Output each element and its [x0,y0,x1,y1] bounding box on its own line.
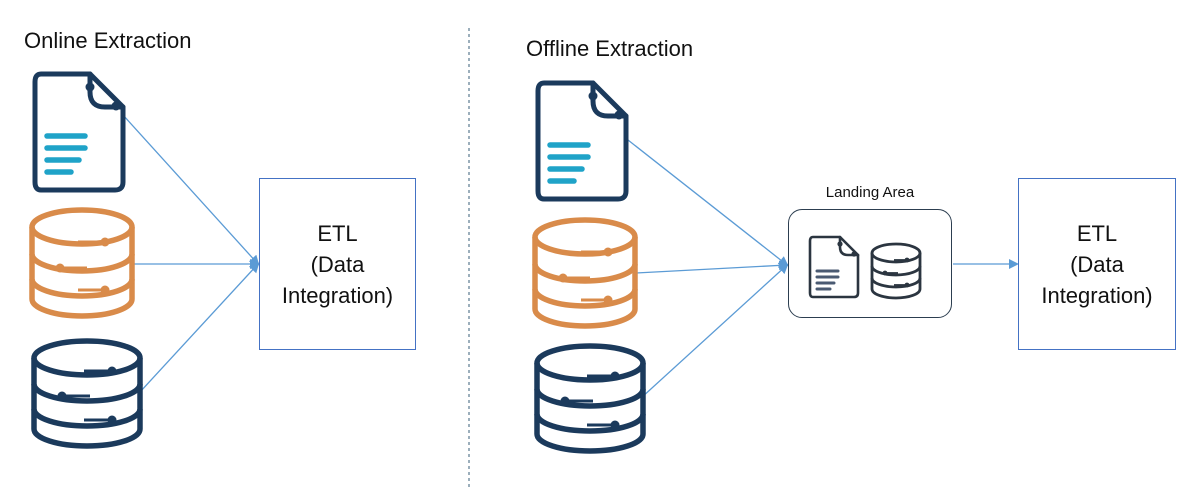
navy-database-icon [31,338,143,449]
landing-area-label: Landing Area [825,184,915,201]
online-extraction-title: Online Extraction [24,28,192,53]
database-icon [870,242,921,299]
orange-database-icon [532,217,638,329]
online-connectors [122,114,260,393]
document-icon [32,71,126,193]
orange-database-icon [29,207,135,319]
etl-box-offline: ETL (Data Integration) [1018,178,1176,350]
connector-navy-db-to-landing [640,263,789,399]
connector-document-to-landing [627,139,789,267]
etl-label: ETL [1076,220,1118,246]
etl-label: Integration) [281,282,394,308]
etl-label: (Data [1070,251,1124,277]
landing-area-box [788,209,952,318]
offline-extraction-title: Offline Extraction [526,36,694,61]
document-icon [808,235,859,298]
navy-database-icon [534,343,646,454]
connector-orange-db-to-landing [635,260,789,274]
etl-label: (Data [310,251,365,277]
etl-label: Integration) [1041,282,1153,308]
document-icon [535,80,629,202]
etl-label: ETL [317,220,358,246]
etl-box-online: ETL (Data Integration) [259,178,416,350]
connector-navy-db-to-etl [139,262,260,393]
connector-document-to-etl [122,114,260,266]
landing-area-icons [808,235,921,299]
offline-connectors [627,139,1019,399]
